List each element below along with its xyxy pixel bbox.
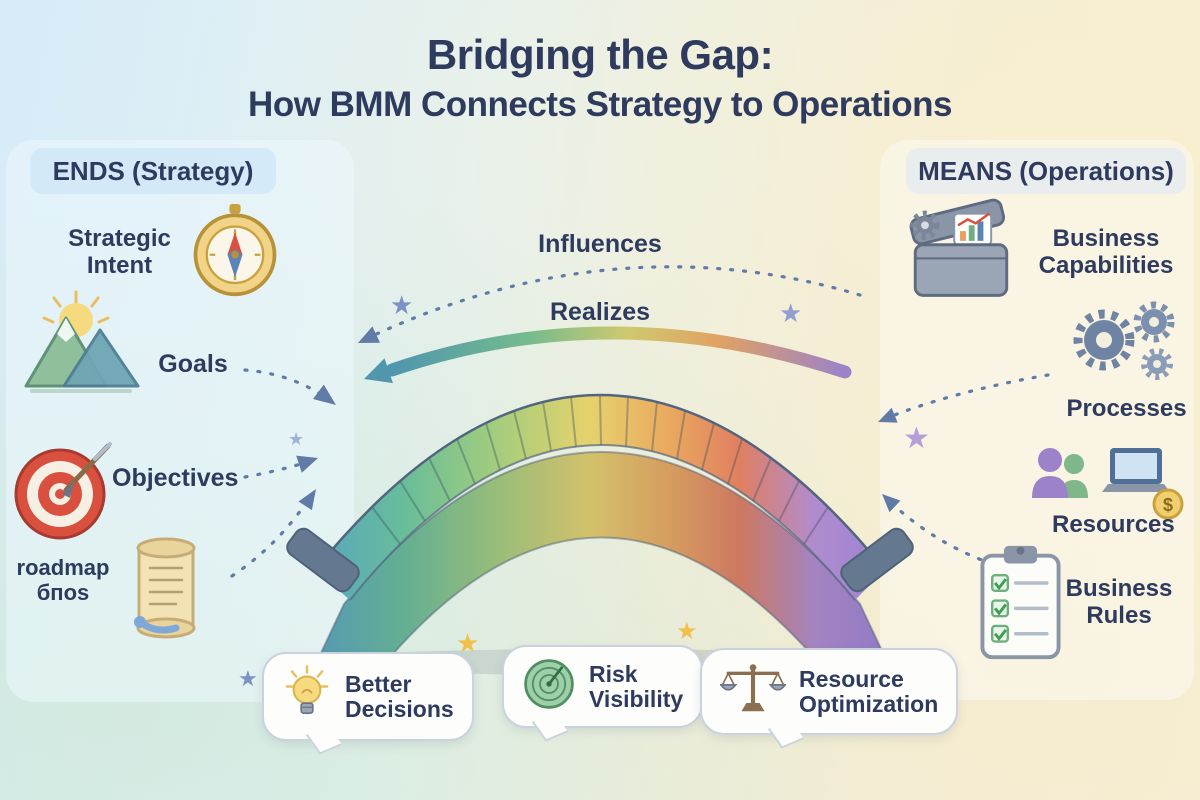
resource-optimization-label: Resource Optimization xyxy=(799,665,939,717)
clipboard-icon xyxy=(974,542,1068,664)
resource-optimization-callout: Resource Optimization xyxy=(700,648,959,735)
connector-arrowheads xyxy=(296,384,901,513)
means-panel-header: MEANS (Operations) xyxy=(906,148,1186,194)
compass-icon xyxy=(188,202,282,300)
business-rules-line2: Rules xyxy=(1086,601,1152,629)
resource-optimization-line2: Optimization xyxy=(799,690,939,717)
business-rules-line1: Business xyxy=(1065,575,1173,602)
influences-label: Influences xyxy=(538,230,662,258)
better-decisions-callout: Better Decisions xyxy=(262,652,474,741)
mountain-icon xyxy=(14,286,146,400)
goals-label: Goals xyxy=(158,350,228,378)
radar-icon xyxy=(522,657,576,716)
roadmap-line2: бпоs xyxy=(36,579,90,605)
bridge-end-caps xyxy=(286,527,914,593)
star-icon: ★ xyxy=(288,429,305,449)
resources-icon: $ xyxy=(1022,436,1184,528)
business-capabilities-label: Business Capabilities xyxy=(1032,225,1180,280)
better-decisions-line1: Better xyxy=(345,670,412,697)
title-line2: How BMM Connects Strategy to Operations xyxy=(248,85,952,124)
star-icon: ★ xyxy=(456,628,480,658)
toolbox-icon xyxy=(888,198,1034,310)
business-rules-label: Business Rules xyxy=(1064,575,1174,630)
roadmap-label: roadmap бпоs xyxy=(8,555,118,605)
strategic-intent-line1: Strategic xyxy=(68,225,171,252)
influences-arrow xyxy=(358,265,862,343)
business-capabilities-line2: Capabilities xyxy=(1038,251,1174,279)
star-icon: ★ xyxy=(390,290,414,320)
strategic-intent-label: Strategic Intent xyxy=(52,225,187,280)
bridge-under-arch xyxy=(318,451,886,656)
scroll-icon xyxy=(116,530,216,644)
resource-optimization-line1: Resource xyxy=(799,665,904,692)
strategic-intent-line2: Intent xyxy=(86,251,153,279)
dollar-glyph: $ xyxy=(1163,495,1173,515)
better-decisions-line2: Decisions xyxy=(345,695,454,722)
better-decisions-label: Better Decisions xyxy=(345,670,454,722)
target-icon xyxy=(10,436,114,542)
risk-visibility-line2: Visibility xyxy=(589,685,684,712)
objectives-label: Objectives xyxy=(112,464,239,492)
star-icon: ★ xyxy=(779,298,803,328)
lightbulb-icon xyxy=(282,664,332,729)
star-icon: ★ xyxy=(238,666,258,691)
ends-panel-header: ENDS (Strategy) xyxy=(30,148,276,194)
realizes-label: Realizes xyxy=(549,298,651,326)
star-icon: ★ xyxy=(676,618,698,645)
risk-visibility-line1: Risk xyxy=(589,660,638,687)
risk-visibility-label: Risk Visibility xyxy=(589,660,684,712)
title-line1: Bridging the Gap: xyxy=(426,31,774,78)
processes-label: Processes xyxy=(1066,395,1187,422)
risk-visibility-callout: Risk Visibility xyxy=(502,645,704,728)
roadmap-line1: roadmap xyxy=(16,555,110,580)
resources-label: Resources xyxy=(1052,511,1175,538)
gears-icon xyxy=(1052,298,1184,396)
scale-icon xyxy=(719,660,787,723)
realizes-arrow xyxy=(364,326,852,384)
business-capabilities-line1: Business xyxy=(1052,225,1160,252)
bridge-deck xyxy=(314,393,886,601)
star-icon: ★ xyxy=(903,422,930,455)
